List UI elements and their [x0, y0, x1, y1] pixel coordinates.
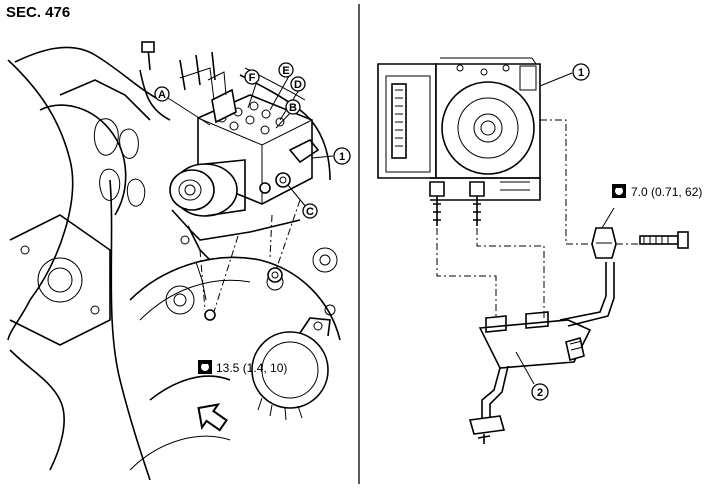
front-arrow-icon	[197, 403, 228, 432]
mount-plate	[9, 214, 111, 346]
torque-spec-right: 7.0 (0.71, 62)	[612, 184, 702, 199]
svg-text:B: B	[289, 102, 297, 114]
svg-text:E: E	[282, 65, 289, 77]
mount-bolt	[639, 231, 689, 249]
actuator-connector-block	[377, 63, 437, 179]
callout-e: E	[278, 62, 294, 78]
svg-text:F: F	[249, 72, 256, 84]
callout-1-left: 1	[333, 147, 351, 165]
callout-c: C	[302, 203, 318, 219]
svg-text:1: 1	[339, 151, 345, 163]
section-label: SEC. 476	[6, 4, 71, 21]
callout-1-right: 1	[572, 63, 590, 81]
right-actuator-detail	[377, 57, 689, 444]
body-panel-outline	[7, 59, 74, 341]
mount-ring	[251, 317, 331, 421]
callout-a: A	[154, 86, 170, 102]
abs-actuator-left	[169, 67, 320, 261]
pump-motor	[441, 81, 535, 175]
mount-pin-left	[433, 196, 441, 226]
harness-connector	[391, 83, 407, 159]
callout-2: 2	[531, 383, 549, 401]
svg-text:2: 2	[537, 387, 543, 399]
body-hole	[93, 118, 119, 156]
left-engine-bay-view	[7, 41, 341, 481]
svg-text:C: C	[306, 206, 314, 218]
svg-text:A: A	[158, 89, 166, 101]
svg-text:1: 1	[578, 67, 584, 79]
torque-value-left: 13.5 (1.4, 10)	[216, 361, 287, 375]
actuator-bracket	[468, 262, 615, 444]
torque-value-right: 7.0 (0.71, 62)	[631, 185, 702, 199]
torque-spec-left: 13.5 (1.4, 10)	[198, 360, 287, 375]
callout-d: D	[290, 76, 306, 92]
svg-text:D: D	[294, 79, 302, 91]
callout-b: B	[285, 99, 301, 115]
mount-bolt-left	[204, 309, 216, 321]
mount-bolt-right	[267, 267, 283, 283]
callout-f: F	[244, 69, 260, 85]
mount-pin-right	[473, 196, 481, 226]
